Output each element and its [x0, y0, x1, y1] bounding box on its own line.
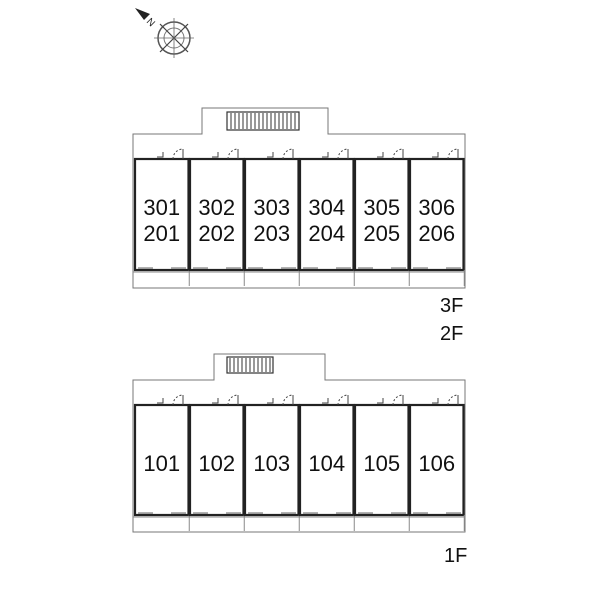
door-icon: [212, 394, 239, 406]
unit-number: 103: [253, 451, 290, 476]
unit-number: 202: [198, 221, 235, 246]
unit-number: 105: [363, 451, 400, 476]
unit-number: 106: [418, 451, 455, 476]
unit-number: 301: [143, 195, 180, 220]
unit-number: 303: [253, 195, 290, 220]
unit-number: 102: [198, 451, 235, 476]
unit-wall: [133, 403, 190, 517]
lower-building-block: 101 102 103 104 105 106 1F: [132, 353, 467, 567]
unit-wall: [353, 403, 410, 517]
unit-number: 304: [308, 195, 345, 220]
north-label: N: [144, 16, 157, 29]
unit-wall: [298, 157, 355, 272]
unit: 103: [243, 394, 300, 531]
unit-number: 205: [363, 221, 400, 246]
unit-wall: [298, 403, 355, 517]
door-icon: [377, 394, 404, 406]
unit: 102: [188, 394, 245, 531]
unit-number: 305: [363, 195, 400, 220]
floor-label-3f: 3F: [440, 295, 463, 317]
floor-label-2f: 2F: [440, 323, 463, 345]
unit-wall: [243, 403, 300, 517]
door-icon: [157, 148, 184, 160]
unit-wall: [188, 157, 245, 272]
door-icon: [432, 148, 459, 160]
unit-wall: [133, 157, 190, 272]
unit-number: 204: [308, 221, 345, 246]
compass-icon: N: [135, 8, 194, 58]
floor-label-1f: 1F: [444, 545, 467, 567]
unit-wall: [353, 157, 410, 272]
unit-wall: [408, 157, 465, 272]
unit-wall: [408, 403, 465, 517]
unit: 105: [353, 394, 410, 531]
door-icon: [212, 148, 239, 160]
unit-number: 101: [143, 451, 180, 476]
door-icon: [267, 394, 294, 406]
north-arrow-icon: [135, 8, 150, 20]
stairs-icon: [226, 111, 300, 131]
unit-number: 306: [418, 195, 455, 220]
door-icon: [377, 148, 404, 160]
unit-wall: [243, 157, 300, 272]
unit-number: 104: [308, 451, 345, 476]
unit-number: 206: [418, 221, 455, 246]
stairs-icon: [226, 356, 274, 374]
unit-number: 201: [143, 221, 180, 246]
unit: 101: [133, 394, 190, 531]
unit-number: 203: [253, 221, 290, 246]
door-icon: [157, 394, 184, 406]
unit: 104: [298, 394, 355, 531]
door-icon: [322, 148, 349, 160]
unit-wall: [188, 403, 245, 517]
door-icon: [432, 394, 459, 406]
door-icon: [267, 148, 294, 160]
unit: 106: [408, 394, 465, 531]
door-icon: [322, 394, 349, 406]
unit-number: 302: [198, 195, 235, 220]
